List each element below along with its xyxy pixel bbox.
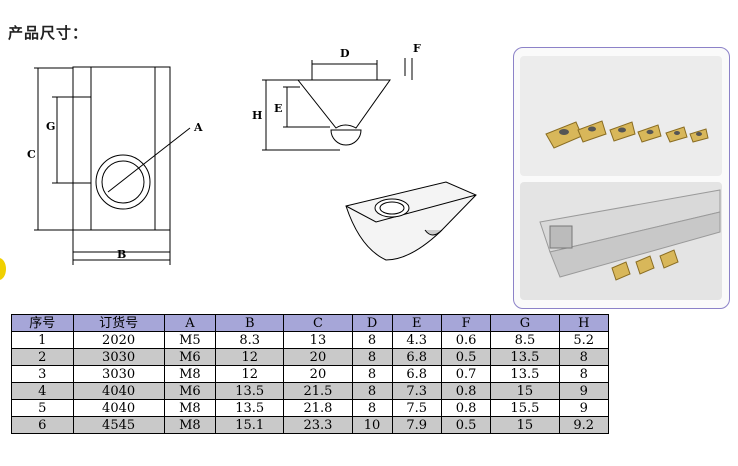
table-cell: M5: [163, 331, 217, 349]
side-view-ball: [330, 129, 362, 146]
table-cell: 20: [283, 348, 353, 366]
table-cell: M8: [163, 365, 217, 383]
table-cell: 13.5: [490, 348, 560, 366]
front-view-outline: [72, 66, 171, 253]
table-cell: 8: [351, 399, 393, 417]
table-cell: 0.8: [440, 382, 492, 400]
table-cell: 3030: [72, 365, 165, 383]
header-cell: C: [283, 314, 353, 332]
table-cell: 8: [351, 348, 393, 366]
table-cell: 8: [558, 348, 610, 366]
table-cell: 6.8: [391, 348, 442, 366]
label-a: A: [193, 121, 203, 134]
table-cell: 8.3: [215, 331, 285, 349]
product-photo-profile: [520, 182, 722, 300]
table-cell: 8: [351, 382, 393, 400]
header-cell: G: [490, 314, 560, 332]
table-cell: 3: [11, 365, 74, 383]
table-cell: 4040: [72, 399, 165, 417]
table-cell: 20: [283, 365, 353, 383]
table-cell: 12: [215, 365, 285, 383]
table-cell: M8: [163, 416, 217, 434]
label-g: G: [46, 120, 55, 133]
table-cell: 0.6: [440, 331, 492, 349]
table-cell: 4.3: [391, 331, 442, 349]
decorative-dot: [0, 258, 6, 280]
header-cell: B: [215, 314, 285, 332]
table-cell: 5: [11, 399, 74, 417]
table-cell: 8: [351, 365, 393, 383]
header-cell: F: [440, 314, 492, 332]
table-cell: 7.5: [391, 399, 442, 417]
table-cell: 2: [11, 348, 74, 366]
table-cell: 15: [490, 382, 560, 400]
product-photo-nuts: [520, 56, 722, 176]
header-cell: D: [351, 314, 393, 332]
table-cell: 4040: [72, 382, 165, 400]
table-cell: 2020: [72, 331, 165, 349]
table-header-row: 序号 订货号 A B C D E F G H: [11, 314, 610, 332]
table-cell: M8: [163, 399, 217, 417]
table-cell: 6.8: [391, 365, 442, 383]
product-photo-panel: [513, 47, 730, 309]
table-cell: 13.5: [490, 365, 560, 383]
table-cell: M6: [163, 382, 217, 400]
table-cell: 0.8: [440, 399, 492, 417]
label-e: E: [274, 102, 282, 115]
header-cell: H: [558, 314, 610, 332]
page-title: 产品尺寸：: [8, 24, 89, 42]
table-cell: 23.3: [283, 416, 353, 434]
table-cell: 4545: [72, 416, 165, 434]
table-cell: 7.9: [391, 416, 442, 434]
side-view-outline: [296, 79, 391, 129]
label-d: D: [340, 47, 350, 60]
header-cell: E: [391, 314, 442, 332]
table-cell: 0.7: [440, 365, 492, 383]
table-cell: 13.5: [215, 382, 285, 400]
table-cell: 9: [558, 382, 610, 400]
table-cell: 15.1: [215, 416, 285, 434]
table-cell: 9: [558, 399, 610, 417]
label-b: B: [117, 248, 126, 261]
header-cell: 订货号: [72, 314, 165, 332]
table-cell: 8.5: [490, 331, 560, 349]
table-cell: 21.8: [283, 399, 353, 417]
table-cell: 12: [215, 348, 285, 366]
table-cell: 1: [11, 331, 74, 349]
table-cell: 8: [558, 365, 610, 383]
label-f: F: [413, 42, 421, 55]
table-cell: 7.3: [391, 382, 442, 400]
table-cell: 3030: [72, 348, 165, 366]
table-cell: 5.2: [558, 331, 610, 349]
thread-hole: [95, 154, 151, 210]
header-cell: A: [163, 314, 217, 332]
table-cell: 0.5: [440, 348, 492, 366]
technical-drawing: A B C G D F H E: [27, 42, 477, 265]
table-cell: 15: [490, 416, 560, 434]
header-cell: 序号: [11, 314, 74, 332]
isometric-view: [345, 181, 477, 261]
table-cell: 10: [351, 416, 393, 434]
table-cell: 9.2: [558, 416, 610, 434]
label-h: H: [252, 109, 262, 122]
table-cell: 4: [11, 382, 74, 400]
table-cell: 15.5: [490, 399, 560, 417]
table-cell: 21.5: [283, 382, 353, 400]
table-cell: 13.5: [215, 399, 285, 417]
table-cell: 0.5: [440, 416, 492, 434]
table-cell: 6: [11, 416, 74, 434]
label-c: C: [27, 148, 36, 161]
table-cell: M6: [163, 348, 217, 366]
table-cell: 13: [283, 331, 353, 349]
table-cell: 8: [351, 331, 393, 349]
